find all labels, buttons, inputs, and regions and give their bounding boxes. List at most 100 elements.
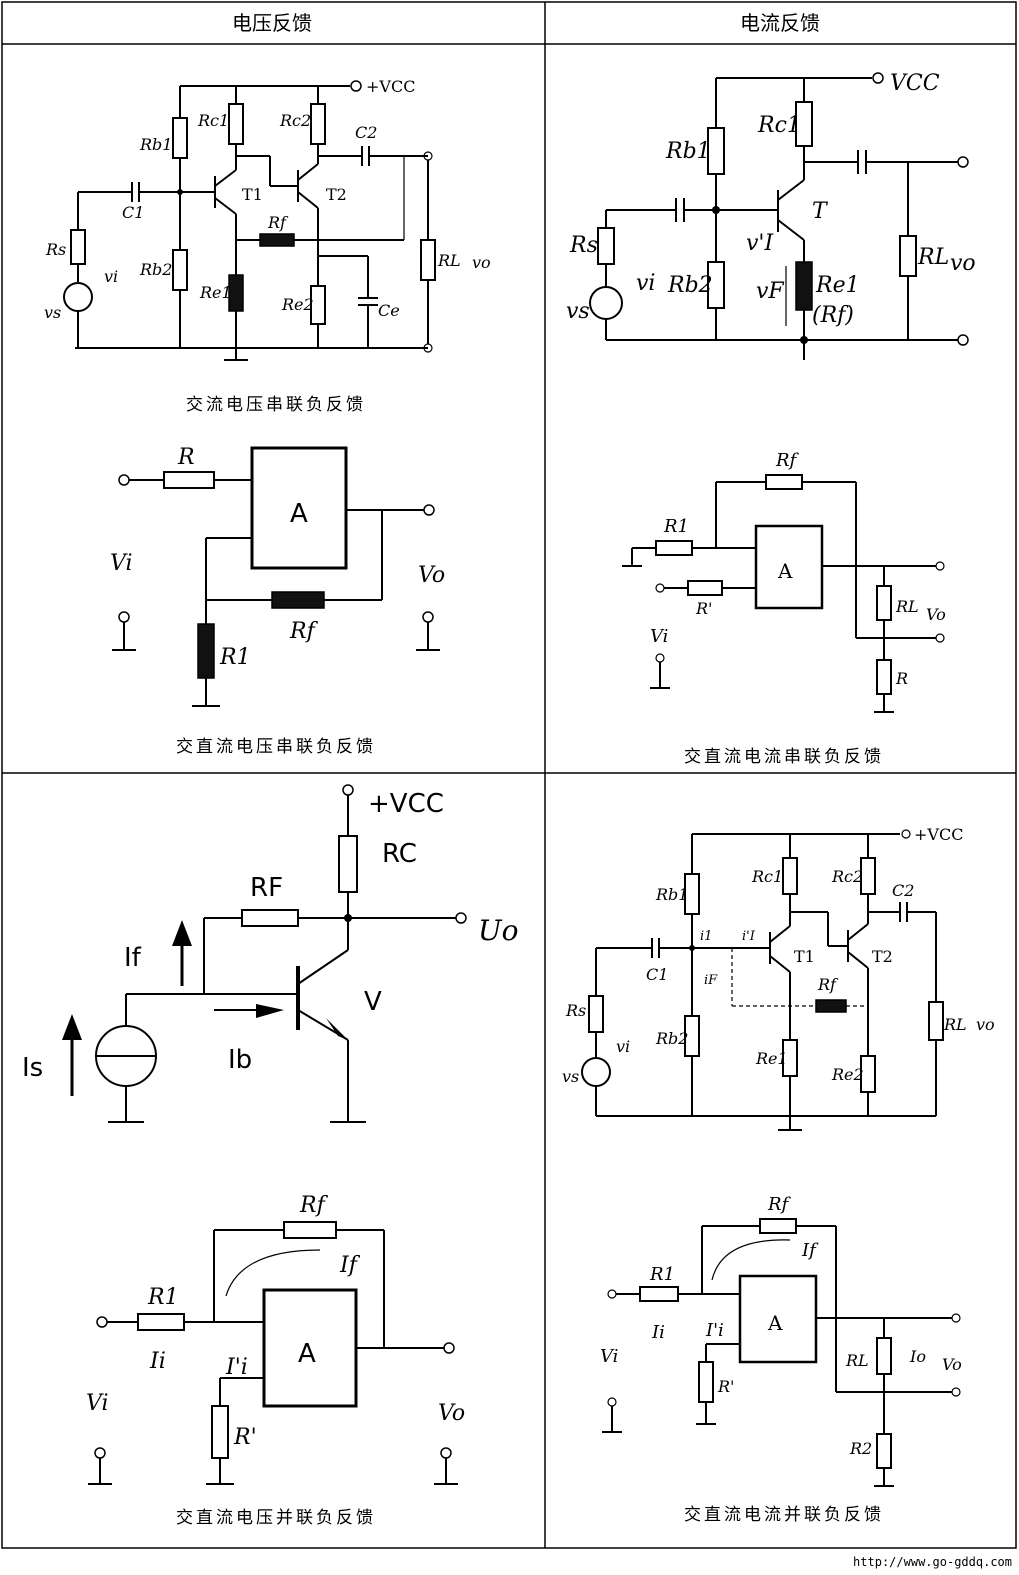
c1-ce-label: Ce bbox=[378, 301, 400, 320]
caption-acdc-voltage-series: 交直流电压串联负反馈 bbox=[176, 737, 376, 757]
header-voltage-feedback: 电压反馈 bbox=[232, 11, 312, 35]
circuit-acdc-current-series: A Rf R1 R' Vi RL Vo R bbox=[622, 450, 946, 713]
c7-rp-label: R' bbox=[233, 1425, 257, 1450]
circuit-ac-current-series: VCC Rb1 Rb2 Rs vs vi T Rc1 Re1 (Rf bbox=[566, 71, 976, 360]
c3-rb2-label: Rb2 bbox=[667, 273, 713, 298]
c4-opamp-label: A bbox=[777, 559, 793, 583]
c2-r-label: R bbox=[177, 445, 195, 470]
c6-re2-label: Re2 bbox=[831, 1065, 864, 1084]
c1-rb2-label: Rb2 bbox=[139, 260, 172, 279]
c6-rs-label: Rs bbox=[565, 1001, 586, 1020]
caption-acdc-current-shunt: 交直流电流并联负反馈 bbox=[684, 1505, 884, 1525]
c7-if-label: If bbox=[339, 1253, 361, 1278]
c8-r1-label: R1 bbox=[649, 1264, 675, 1285]
caption-acdc-current-series: 交直流电流串联负反馈 bbox=[684, 747, 884, 767]
c5-rc-label: RC bbox=[382, 839, 417, 869]
c7-opamp-label: A bbox=[298, 1339, 316, 1369]
c6-rc1-label: Rc1 bbox=[751, 867, 783, 886]
c6-t2-label: T2 bbox=[872, 947, 893, 966]
c8-vo-label: Vo bbox=[942, 1355, 962, 1374]
c7-ii-label: Ii bbox=[149, 1349, 166, 1374]
c3-vi-label: vi bbox=[636, 271, 655, 296]
c3-vi-prime-label: v'I bbox=[746, 231, 774, 256]
c8-iip-label: I'i bbox=[705, 1320, 724, 1341]
c6-vo-label: vo bbox=[976, 1015, 995, 1034]
header-current-feedback: 电流反馈 bbox=[740, 11, 820, 35]
c5-if-label: If bbox=[124, 943, 142, 973]
c4-r1-label: R1 bbox=[663, 516, 689, 537]
c3-rs-label: Rs bbox=[569, 233, 598, 258]
c6-re1-label: Re1 bbox=[755, 1049, 788, 1068]
c1-vs-label: vs bbox=[44, 303, 61, 322]
caption-acdc-voltage-shunt: 交直流电压并联负反馈 bbox=[176, 1508, 376, 1528]
c1-vi-label: vi bbox=[104, 267, 118, 286]
c6-vi-label: vi bbox=[616, 1037, 630, 1056]
circuit-ac-voltage-series: +VCC Rb1 Rb2 C1 Rs vs vi T1 Rc1 bbox=[44, 77, 491, 361]
c6-rl-label: RL bbox=[943, 1015, 967, 1034]
c7-vo-label: Vo bbox=[438, 1401, 465, 1426]
c5-ib-label: Ib bbox=[228, 1045, 252, 1075]
c8-rp-label: R' bbox=[717, 1377, 734, 1396]
c1-re2-label: Re2 bbox=[281, 295, 314, 314]
c8-io-label: Io bbox=[909, 1347, 926, 1366]
c2-opamp-label: A bbox=[290, 499, 308, 529]
c8-if-label: If bbox=[801, 1240, 819, 1261]
c2-vi-label: Vi bbox=[110, 551, 133, 576]
c6-i1-label: i1 bbox=[700, 929, 712, 944]
c1-t1-label: T1 bbox=[242, 185, 263, 204]
circuit-ac-current-shunt: +VCC Rb1 Rb2 C1 Rs vs vi i1 i'I iF T1 Rc… bbox=[562, 825, 995, 1131]
c7-iip-label: I'i bbox=[225, 1355, 248, 1380]
table-grid bbox=[1, 1, 1017, 1549]
c1-vo-label: vo bbox=[472, 253, 491, 272]
c5-uo-label: Uo bbox=[478, 914, 518, 947]
circuit-acdc-voltage-shunt-transistor: +VCC RC RF Uo V Ib If Is bbox=[22, 784, 518, 1123]
circuit-acdc-voltage-shunt-opamp: A R1 Ii I'i Rf If R' Vi Vo bbox=[86, 1193, 465, 1485]
c8-vi-label: Vi bbox=[600, 1346, 618, 1367]
c4-vi-label: Vi bbox=[650, 626, 668, 647]
c7-rf-label: Rf bbox=[299, 1193, 329, 1218]
c1-rl-label: RL bbox=[437, 251, 461, 270]
c6-vcc-label: +VCC bbox=[914, 825, 963, 844]
caption-ac-voltage-series: 交流电压串联负反馈 bbox=[186, 395, 366, 415]
c5-vcc-label: +VCC bbox=[368, 789, 444, 819]
c6-c1-label: C1 bbox=[646, 965, 668, 984]
c3-vcc-label: VCC bbox=[890, 71, 940, 96]
c6-t1-label: T1 bbox=[794, 947, 815, 966]
c1-t2-label: T2 bbox=[326, 185, 347, 204]
c3-vf-label: vF bbox=[756, 279, 784, 304]
c7-vi-label: Vi bbox=[86, 1391, 109, 1416]
c6-if-label: iF bbox=[704, 973, 718, 988]
c1-rc2-label: Rc2 bbox=[279, 111, 311, 130]
c4-rl-label: RL bbox=[895, 597, 919, 616]
c1-c2-label: C2 bbox=[355, 123, 377, 142]
c1-vcc-label: +VCC bbox=[366, 77, 415, 96]
circuit-acdc-voltage-series: R A Vi Vo Rf R1 bbox=[110, 445, 445, 707]
c6-rb1-label: Rb1 bbox=[655, 885, 688, 904]
c8-r2-label: R2 bbox=[849, 1439, 872, 1458]
c3-rc1-label: Rc1 bbox=[757, 113, 801, 138]
c3-re1-rf-label: (Rf) bbox=[812, 303, 854, 328]
c1-re1-label: Re1 bbox=[199, 283, 232, 302]
c8-rl-label: RL bbox=[845, 1351, 869, 1370]
c1-rf-label: Rf bbox=[267, 213, 289, 232]
footer-url: http://www.go-gddq.com bbox=[853, 1555, 1012, 1569]
c3-re1-label: Re1 bbox=[815, 273, 860, 298]
c3-t-label: T bbox=[812, 199, 829, 224]
c3-vo-label: vo bbox=[950, 251, 976, 276]
c1-rs-label: Rs bbox=[45, 240, 66, 259]
c4-rp-label: R' bbox=[695, 599, 712, 618]
c4-r-label: R bbox=[895, 669, 908, 688]
c4-rf-label: Rf bbox=[775, 450, 800, 471]
c6-iprime-label: i'I bbox=[742, 929, 756, 944]
c6-rc2-label: Rc2 bbox=[831, 867, 863, 886]
c2-rf-label: Rf bbox=[289, 619, 319, 644]
c5-is-label: Is bbox=[22, 1053, 43, 1083]
c8-opamp-label: A bbox=[767, 1311, 783, 1335]
c2-vo-label: Vo bbox=[418, 563, 445, 588]
c4-vo-label: Vo bbox=[926, 605, 946, 624]
c6-vs-label: vs bbox=[562, 1067, 579, 1086]
c6-rf-label: Rf bbox=[817, 975, 839, 994]
c8-ii-label: Ii bbox=[651, 1322, 665, 1343]
